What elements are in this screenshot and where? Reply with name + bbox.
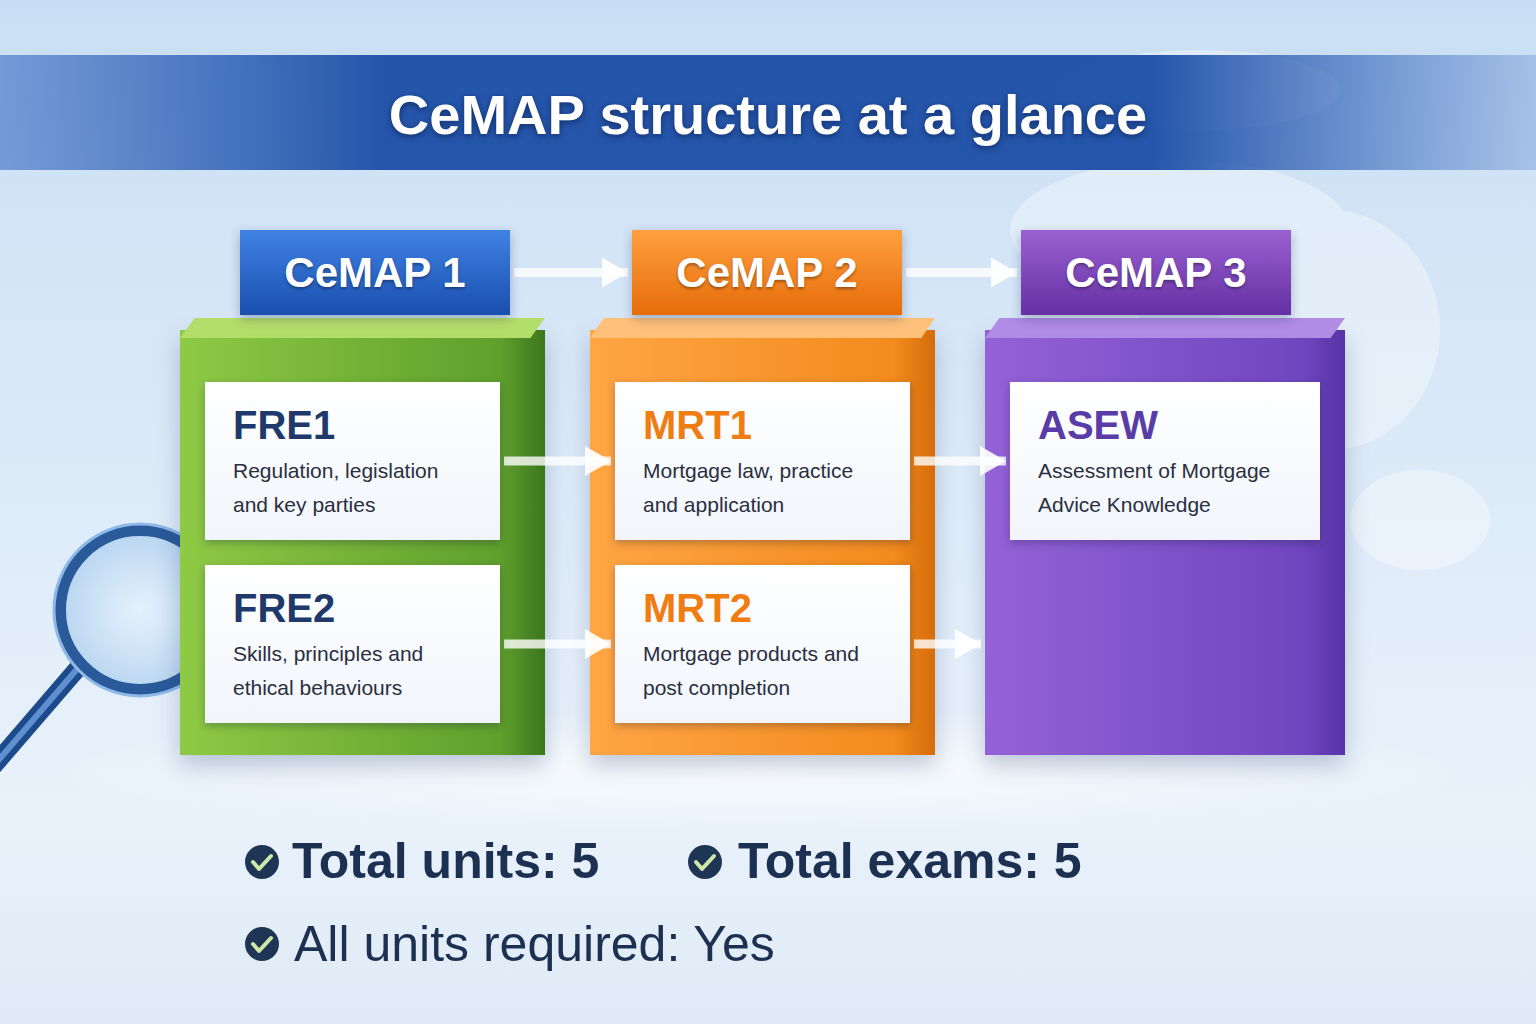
unit-card: FRE2Skills, principles and ethical behav…: [205, 565, 500, 723]
stage-box-top: [180, 318, 545, 338]
check-icon: [245, 927, 279, 961]
stage-tab: CeMAP 1: [240, 230, 510, 315]
check-mark: [253, 856, 271, 869]
summary-fact: All units required: Yes: [294, 915, 775, 973]
check-mark: [696, 856, 714, 869]
unit-code: MRT2: [643, 585, 884, 631]
stage-heading: CeMAP 3: [1065, 249, 1246, 297]
unit-code: MRT1: [643, 402, 884, 448]
stage-tab: CeMAP 2: [632, 230, 902, 315]
check-icon: [245, 845, 279, 879]
unit-description: Mortgage products and post completion: [643, 637, 884, 704]
map-land: [1350, 470, 1490, 570]
summary-fact: Total exams: 5: [738, 832, 1082, 890]
flow-arrow: [906, 268, 1017, 277]
magnifier-handle-shine: [0, 668, 78, 770]
unit-code: ASEW: [1038, 402, 1294, 448]
unit-description: Mortgage law, practice and application: [643, 454, 884, 521]
stage-box-top: [985, 318, 1345, 338]
diagram-title: CeMAP structure at a glance: [0, 82, 1536, 147]
summary-fact: Total units: 5: [292, 832, 599, 890]
check-icon: [688, 845, 722, 879]
stage-box-top: [590, 318, 935, 338]
unit-code: FRE1: [233, 402, 474, 448]
stage-group: CeMAP 2 MRT1Mortgage law, practice and ap…: [590, 230, 935, 755]
unit-code: FRE2: [233, 585, 474, 631]
magnifier-handle: [0, 668, 78, 770]
unit-card: FRE1Regulation, legislation and key part…: [205, 382, 500, 540]
stage-heading: CeMAP 2: [676, 249, 857, 297]
stage-tab: CeMAP 3: [1021, 230, 1291, 315]
unit-card: MRT2Mortgage products and post completio…: [615, 565, 910, 723]
unit-description: Regulation, legislation and key parties: [233, 454, 474, 521]
unit-card: MRT1Mortgage law, practice and applicati…: [615, 382, 910, 540]
stage-group: CeMAP 3 ASEW Assessment of Mortgage Advice…: [985, 230, 1345, 755]
flow-arrow: [514, 268, 628, 277]
unit-card: ASEW Assessment of Mortgage Advice Knowle…: [1010, 382, 1320, 540]
unit-description: Assessment of Mortgage Advice Knowledge: [1038, 454, 1294, 521]
check-mark: [253, 938, 271, 951]
unit-description: Skills, principles and ethical behaviour…: [233, 637, 474, 704]
stage-group: CeMAP 1 FRE1Regulation, legislation and k…: [180, 230, 545, 755]
title-banner: [0, 55, 1536, 170]
stage-heading: CeMAP 1: [284, 249, 465, 297]
